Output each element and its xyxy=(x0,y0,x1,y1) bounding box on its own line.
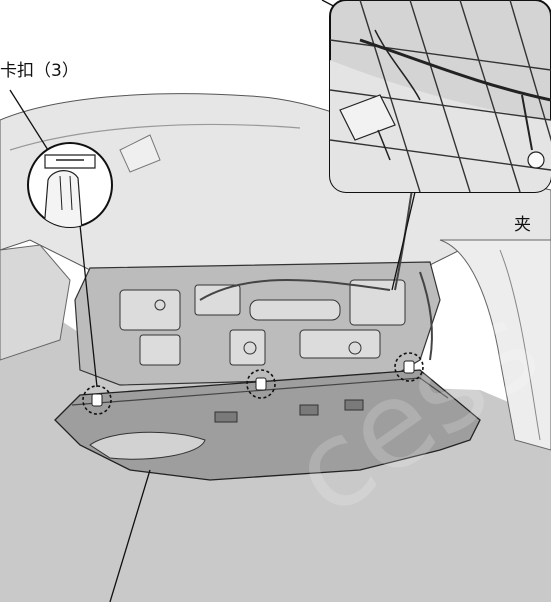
harness-inset xyxy=(329,0,551,193)
right-trim xyxy=(439,239,551,451)
clamp-callout-label: 夹 xyxy=(514,215,531,235)
left-trim xyxy=(0,244,71,361)
clip-markers xyxy=(82,352,424,415)
clip-magnifier xyxy=(27,142,113,228)
panel-top-edge xyxy=(71,377,449,406)
cavity-mechanisms xyxy=(119,279,406,366)
clip-tabs xyxy=(91,360,415,407)
panel-slots xyxy=(214,399,364,423)
leader-inset-harness xyxy=(391,191,416,291)
wire-harness xyxy=(199,189,433,361)
vent-outline xyxy=(119,134,161,173)
right-pillar-shadow xyxy=(499,249,541,441)
panel-handle-recess xyxy=(89,431,206,460)
leader-magnifier-clip xyxy=(79,224,98,388)
clip-marker-right xyxy=(394,352,424,382)
clip-marker-center xyxy=(246,369,276,399)
clip-marker-left xyxy=(82,385,112,415)
leader-clip-callout xyxy=(9,89,49,151)
clip-callout-label: 卡扣（3） xyxy=(0,61,79,81)
leader-panel xyxy=(109,469,151,602)
